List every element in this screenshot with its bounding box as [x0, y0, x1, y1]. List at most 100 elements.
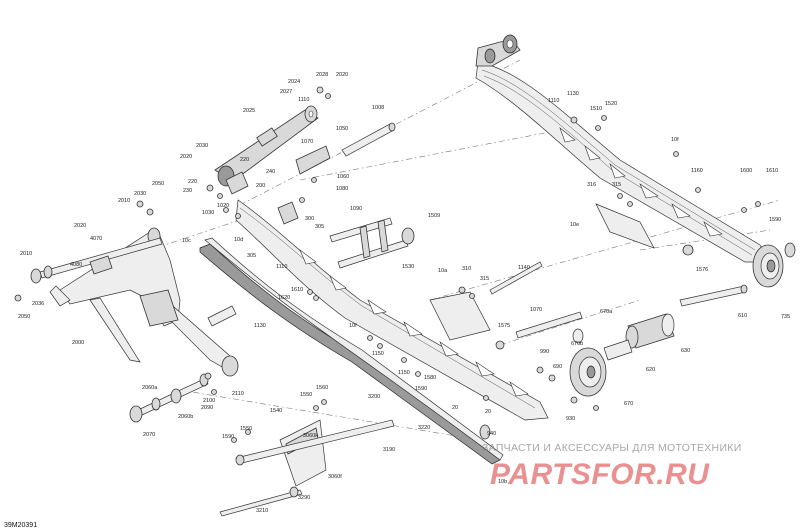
callout-label: 10e: [570, 222, 579, 228]
callout-label: 3220: [418, 425, 430, 431]
callout-label: 316: [587, 182, 596, 188]
watermark: ЗАПЧАСТИ И АКСЕССУАРЫ ДЛЯ МОТОТЕХНИКИ PA…: [482, 442, 742, 491]
callout-label: 20: [485, 409, 491, 415]
callout-label: 305: [315, 224, 324, 230]
callout-label: 990: [540, 349, 549, 355]
callout-label: 10d: [234, 237, 243, 243]
callout-label: 2050: [152, 181, 164, 187]
callout-label: 220: [240, 157, 249, 163]
callout-label: 1576: [696, 267, 708, 273]
callout-label: 310: [462, 266, 471, 272]
callout-label: 1610: [291, 287, 303, 293]
callout-label: 1060: [337, 174, 349, 180]
callout-label: 1110: [548, 98, 559, 104]
callout-label: 670b: [571, 341, 583, 347]
callout-label: 610: [738, 313, 747, 319]
callout-label: 1550: [300, 392, 312, 398]
callout-label: 1130: [254, 323, 266, 329]
callout-label: 2020: [336, 72, 348, 78]
callout-label: 2010: [20, 251, 32, 257]
spacer-620: [603, 339, 633, 361]
callout-label: 2100: [203, 398, 215, 404]
spacer-630: [625, 313, 675, 349]
callout-label: 1008: [372, 105, 384, 111]
cross-shaft-1008: [341, 122, 396, 157]
callout-label: 220: [188, 179, 197, 185]
callout-label: 2060b: [178, 414, 193, 420]
callout-label: 2036: [32, 301, 44, 307]
callout-label: 1020: [217, 203, 229, 209]
watermark-caption: ЗАПЧАСТИ И АКСЕССУАРЫ ДЛЯ МОТОТЕХНИКИ: [482, 442, 742, 454]
watermark-logo-part3: .RU: [656, 458, 710, 491]
callout-label: 3060k: [303, 433, 318, 439]
callout-label: 230: [183, 188, 192, 194]
document-id: 39M20391: [4, 522, 37, 529]
callout-label: 1030: [202, 210, 214, 216]
callout-label: 690: [553, 364, 562, 370]
lower-shaft-2060: [129, 373, 209, 423]
shaft-bracket-1509: [329, 217, 415, 269]
callout-label: 4070: [90, 236, 102, 242]
callout-label: 315: [612, 182, 621, 188]
callout-label: 305: [247, 253, 256, 259]
callout-label: 1070: [301, 139, 313, 145]
callout-label: 1510: [590, 106, 602, 112]
callout-label: 1150: [398, 370, 410, 376]
callout-label: 1110: [276, 264, 287, 270]
callout-label: 1509: [428, 213, 440, 219]
callout-label: 10a: [438, 268, 448, 274]
callout-label: 735: [781, 314, 790, 320]
callout-label: 1580: [424, 375, 436, 381]
callout-label: 1090: [350, 206, 362, 212]
callout-label: 2010: [118, 198, 130, 204]
callout-label: 2030: [196, 143, 208, 149]
callout-label: 2020: [74, 223, 86, 229]
right-slide-rail: [475, 34, 796, 288]
rear-bracket-3060: [219, 419, 395, 517]
callout-label: 1610: [766, 168, 778, 174]
callout-label: 1600: [740, 168, 752, 174]
callout-label: 1130: [567, 91, 579, 97]
ring-670a: [572, 328, 584, 344]
callout-label: 940: [487, 431, 496, 437]
callout-label: 2060a: [142, 385, 158, 391]
callout-label: 1620: [278, 295, 290, 301]
callout-label: 930: [566, 416, 575, 422]
callout-label: 1530: [402, 264, 414, 270]
callout-label: 1110: [298, 97, 309, 103]
callout-label: 2024: [288, 79, 300, 85]
callout-label: 3190: [383, 447, 395, 453]
callout-label: 1590: [769, 217, 781, 223]
watermark-logo-part2: FOR: [591, 458, 656, 491]
shaft-1070: [515, 311, 583, 339]
callout-label: 240: [266, 169, 275, 175]
slider-strip: [199, 237, 504, 465]
callout-label: 200: [256, 183, 265, 189]
callout-label: 620: [646, 367, 655, 373]
slider-pad-1575: [429, 261, 543, 341]
stopper-block-300: [277, 201, 299, 225]
callout-label: 2070: [143, 432, 155, 438]
callout-label: 1590: [222, 434, 234, 440]
callout-label: 1140: [518, 265, 530, 271]
callout-label: 2110: [232, 391, 244, 397]
callout-label: 3210: [256, 508, 268, 514]
callout-label: 3060f: [328, 474, 342, 480]
callout-label: 3290: [298, 495, 310, 501]
callout-label: 2028: [316, 72, 328, 78]
callout-label: 10f: [349, 323, 357, 329]
callout-label: 2027: [280, 89, 292, 95]
callout-label: 10f: [671, 137, 679, 143]
callout-label: 315: [480, 276, 489, 282]
pad-10e: [595, 203, 655, 249]
callout-label: 630: [681, 348, 690, 354]
front-bracket-200: [225, 145, 331, 195]
callout-label: 4080: [70, 262, 82, 268]
callout-label: 1540: [270, 408, 282, 414]
callout-label: 10b: [498, 479, 507, 485]
callout-label: 1050: [336, 126, 348, 132]
callout-label: 3200: [368, 394, 380, 400]
callout-label: 670a: [600, 309, 613, 315]
